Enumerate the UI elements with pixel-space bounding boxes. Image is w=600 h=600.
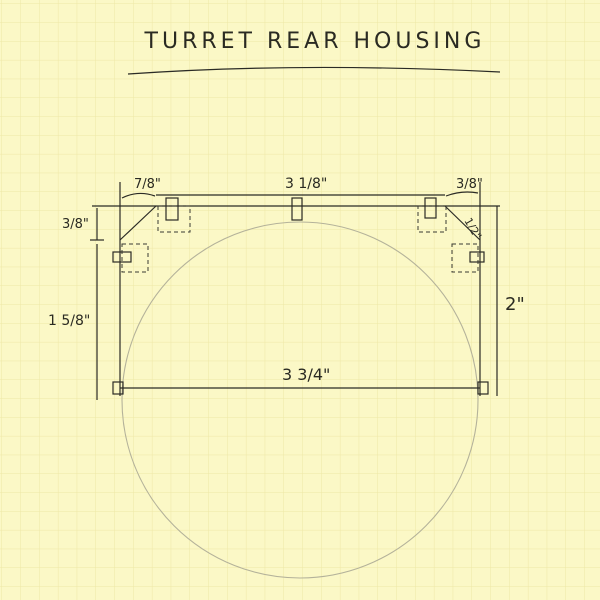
bottom-width-label: 3 3/4" — [282, 365, 330, 384]
title-underline — [127, 66, 501, 75]
left-corner-drop-label: 3/8" — [62, 217, 89, 232]
top-left-offset-label: 7/8" — [134, 177, 161, 192]
top-right-offset-label: 3/8" — [456, 177, 483, 192]
turret-circle — [121, 221, 479, 579]
dimension-lines — [90, 191, 498, 400]
right-height-label: 2" — [505, 294, 525, 315]
title: TURRET REAR HOUSING — [144, 29, 486, 54]
left-side-height-label: 1 5/8" — [48, 313, 90, 329]
top-width-label: 3 1/8" — [285, 176, 327, 192]
fastener-tabs — [112, 197, 489, 395]
